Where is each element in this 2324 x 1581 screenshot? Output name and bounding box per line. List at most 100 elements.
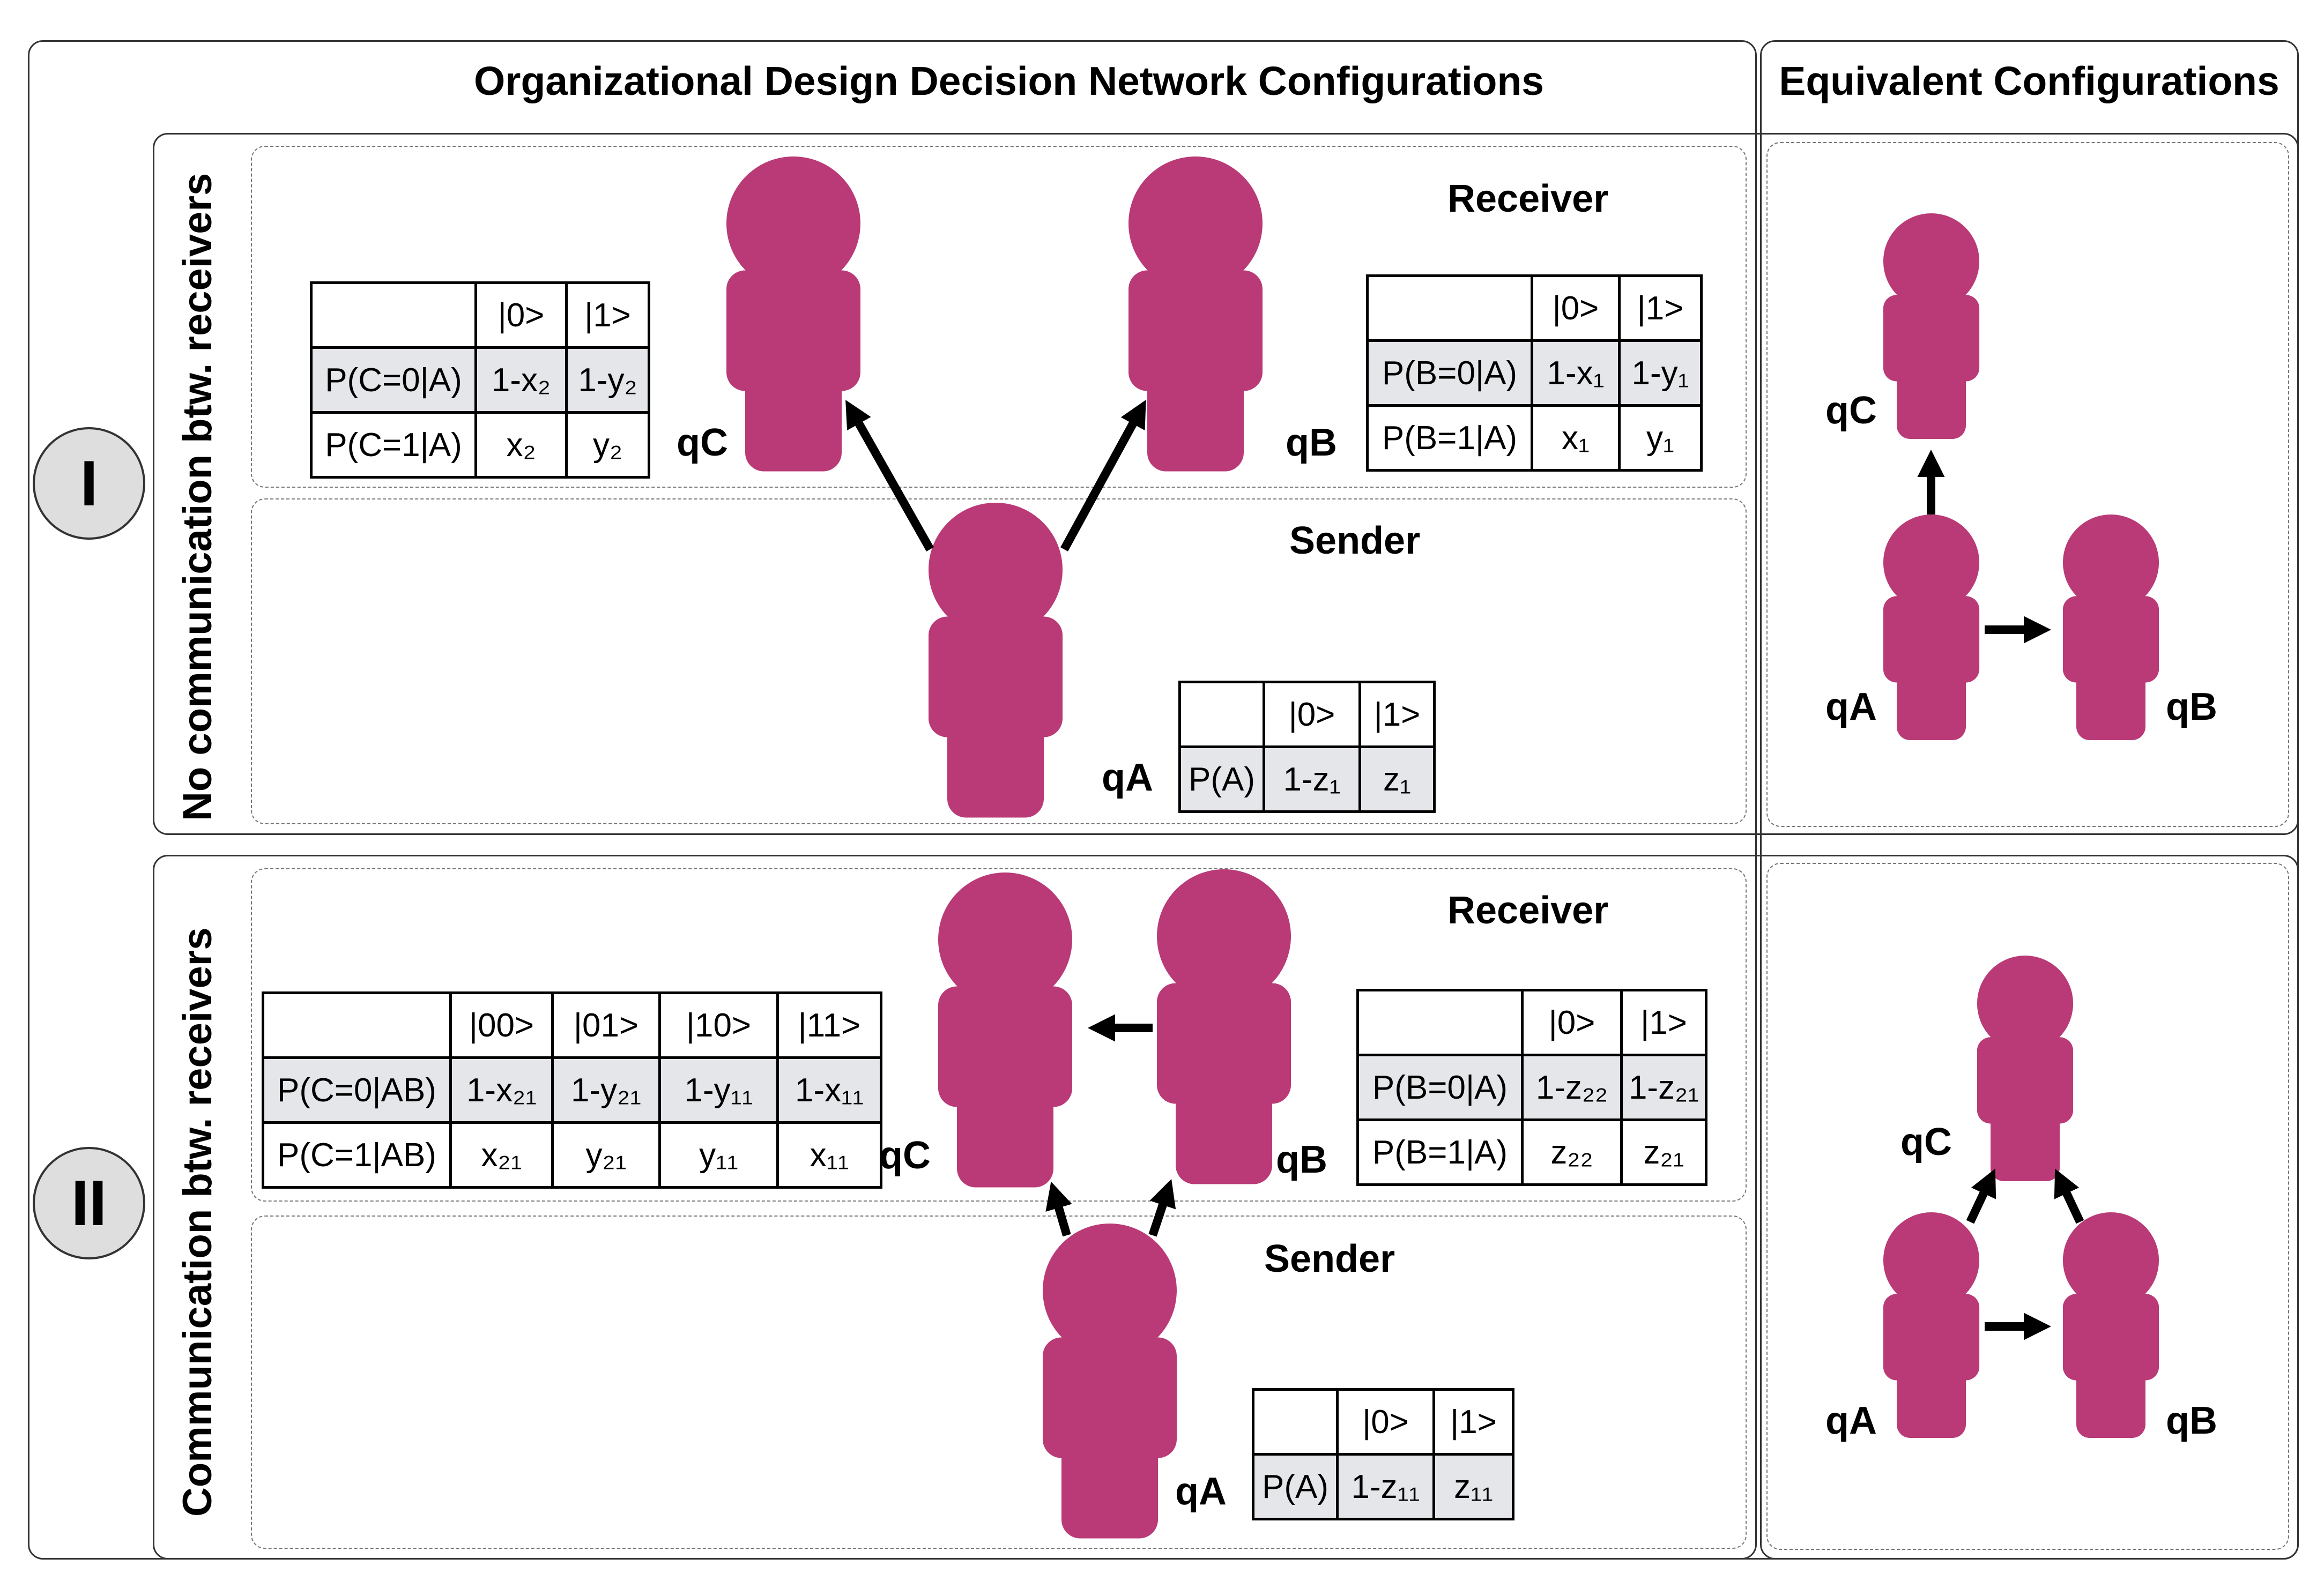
panel-I-table-c: |0> |1> P(C=0|A) 1-x₂ 1-y₂ P(C=1|A) x₂ y… <box>310 281 650 479</box>
table-cell: |1> <box>1432 1388 1514 1456</box>
table-cell: 1-x₁₁ <box>776 1056 882 1124</box>
person-icon-panel-II-eq-qB <box>2062 1212 2159 1438</box>
person-icon-panel-I-eq-qC <box>1883 213 1980 439</box>
table-cell: P(C=1|A) <box>310 411 477 479</box>
person-icon-panel-II-qA <box>1043 1224 1177 1539</box>
arrow-icon-panel-I-a-to-b <box>1060 399 1146 551</box>
table-cell: z₂₁ <box>1620 1118 1707 1186</box>
table-cell: z₁ <box>1358 745 1436 813</box>
table-cell: y₂₁ <box>551 1121 661 1189</box>
person-icon-panel-I-qB <box>1128 156 1263 472</box>
table-cell <box>1178 681 1265 748</box>
table-cell: P(A) <box>1252 1453 1339 1520</box>
person-icon-panel-II-eq-qA <box>1883 1212 1980 1438</box>
panel-II-table-b: |0> |1> P(B=0|A) 1-z₂₂ 1-z₂₁ P(B=1|A) z₂… <box>1356 989 1707 1186</box>
table-cell: P(B=0|A) <box>1366 339 1533 407</box>
table-cell: 1-x₂₁ <box>449 1056 554 1124</box>
table-cell: x₂₁ <box>449 1121 554 1189</box>
table-cell: |11> <box>776 991 882 1059</box>
table-cell: |0> <box>474 281 568 349</box>
panel-I-frame <box>153 133 2299 835</box>
panel-II-receiver-region <box>251 868 1747 1202</box>
table-cell: y₂ <box>565 411 650 479</box>
table-cell: |1> <box>565 281 650 349</box>
table-cell: 1-z₁ <box>1263 745 1361 813</box>
person-icon-panel-II-qB <box>1157 869 1291 1184</box>
arrow-icon-panel-II-eq-a-to-c <box>1966 1168 1996 1224</box>
table-cell: y₁₁ <box>658 1121 779 1189</box>
table-cell: P(C=0|AB) <box>262 1056 452 1124</box>
person-icon-panel-I-eq-qA <box>1883 514 1980 741</box>
table-cell: y₁ <box>1618 404 1703 472</box>
arrow-icon-panel-II-a-to-b <box>1148 1179 1176 1237</box>
arrow-icon-panel-I-a-to-c <box>845 400 934 551</box>
table-cell: |00> <box>449 991 554 1059</box>
table-cell: P(B=1|A) <box>1356 1118 1524 1186</box>
panel-II-node-a-label: qA <box>1175 1470 1227 1513</box>
table-cell: z₁₁ <box>1432 1453 1514 1520</box>
table-cell: |0> <box>1531 274 1621 342</box>
panel-I-receiver-region <box>251 146 1747 488</box>
panel-II-equivalent-region <box>1766 863 2289 1550</box>
panel-II-frame <box>153 855 2299 1560</box>
table-cell: 1-y₁₁ <box>658 1056 779 1124</box>
table-cell <box>310 281 477 349</box>
panel-II-table-a: |0> |1> P(A) 1-z₁₁ z₁₁ <box>1252 1388 1514 1520</box>
table-cell: P(C=1|AB) <box>262 1121 452 1189</box>
table-cell: |1> <box>1358 681 1436 748</box>
table-cell <box>1356 989 1524 1056</box>
panel-II-sender-region <box>251 1215 1747 1549</box>
table-cell: |1> <box>1618 274 1703 342</box>
panel-I-numeral: I <box>33 427 145 540</box>
panel-II-node-c-label: qC <box>879 1134 931 1177</box>
table-cell: 1-y₁ <box>1618 339 1703 407</box>
person-icon-panel-I-qA <box>929 503 1063 818</box>
table-cell: P(A) <box>1178 745 1265 813</box>
person-icon-panel-II-eq-qC <box>1977 956 2074 1182</box>
main-heading: Organizational Design Decision Network C… <box>473 58 1545 103</box>
table-cell: 1-y₂ <box>565 346 650 414</box>
panel-II-sender-label: Sender <box>1264 1237 1395 1280</box>
table-cell: 1-z₂₁ <box>1620 1054 1707 1121</box>
panel-II-table-c: |00> |01> |10> |11> P(C=0|AB) 1-x₂₁ 1-y₂… <box>262 991 882 1189</box>
table-cell: 1-y₂₁ <box>551 1056 661 1124</box>
panel-II-eq-node-a-label: qA <box>1825 1399 1877 1442</box>
table-cell: z₂₂ <box>1521 1118 1623 1186</box>
table-cell: x₁ <box>1531 404 1621 472</box>
panel-II-receiver-label: Receiver <box>1447 889 1609 932</box>
table-cell: x₁₁ <box>776 1121 882 1189</box>
panel-I-eq-node-b-label: qB <box>2166 685 2217 728</box>
table-cell: P(C=0|A) <box>310 346 477 414</box>
panel-I-eq-node-c-label: qC <box>1825 389 1877 432</box>
panel-I-node-a-label: qA <box>1102 756 1153 799</box>
person-icon-panel-I-qC <box>726 156 860 472</box>
person-icon-panel-I-eq-qB <box>2062 514 2159 741</box>
panel-II-numeral: II <box>33 1147 145 1259</box>
table-cell: |0> <box>1521 989 1623 1056</box>
table-cell: |0> <box>1263 681 1361 748</box>
table-cell: |10> <box>658 991 779 1059</box>
table-cell <box>1366 274 1533 342</box>
table-cell: x₂ <box>474 411 568 479</box>
table-cell: 1-x₂ <box>474 346 568 414</box>
panel-I-table-a: |0> |1> P(A) 1-z₁ z₁ <box>1178 681 1436 813</box>
panel-I-receiver-label: Receiver <box>1447 177 1609 220</box>
panel-I-eq-node-a-label: qA <box>1825 685 1877 728</box>
equivalent-heading: Equivalent Configurations <box>1779 58 2280 103</box>
panel-I-equivalent-region <box>1766 142 2289 827</box>
panel-I-sender-label: Sender <box>1289 519 1421 562</box>
panel-II-node-b-label: qB <box>1276 1138 1327 1181</box>
panel-I-node-b-label: qB <box>1286 421 1337 464</box>
panel-II-eq-node-c-label: qC <box>1900 1121 1952 1164</box>
table-cell: |0> <box>1336 1388 1435 1456</box>
table-cell: P(B=0|A) <box>1356 1054 1524 1121</box>
person-icon-panel-II-qC <box>938 872 1072 1188</box>
panel-II-eq-node-b-label: qB <box>2166 1399 2217 1442</box>
panel-I-node-c-label: qC <box>677 421 728 464</box>
table-cell <box>262 991 452 1059</box>
table-cell: 1-x₁ <box>1531 339 1621 407</box>
arrow-icon-panel-II-a-to-c <box>1045 1181 1072 1237</box>
arrow-icon-panel-II-eq-b-to-c <box>2054 1168 2084 1224</box>
table-cell: |01> <box>551 991 661 1059</box>
